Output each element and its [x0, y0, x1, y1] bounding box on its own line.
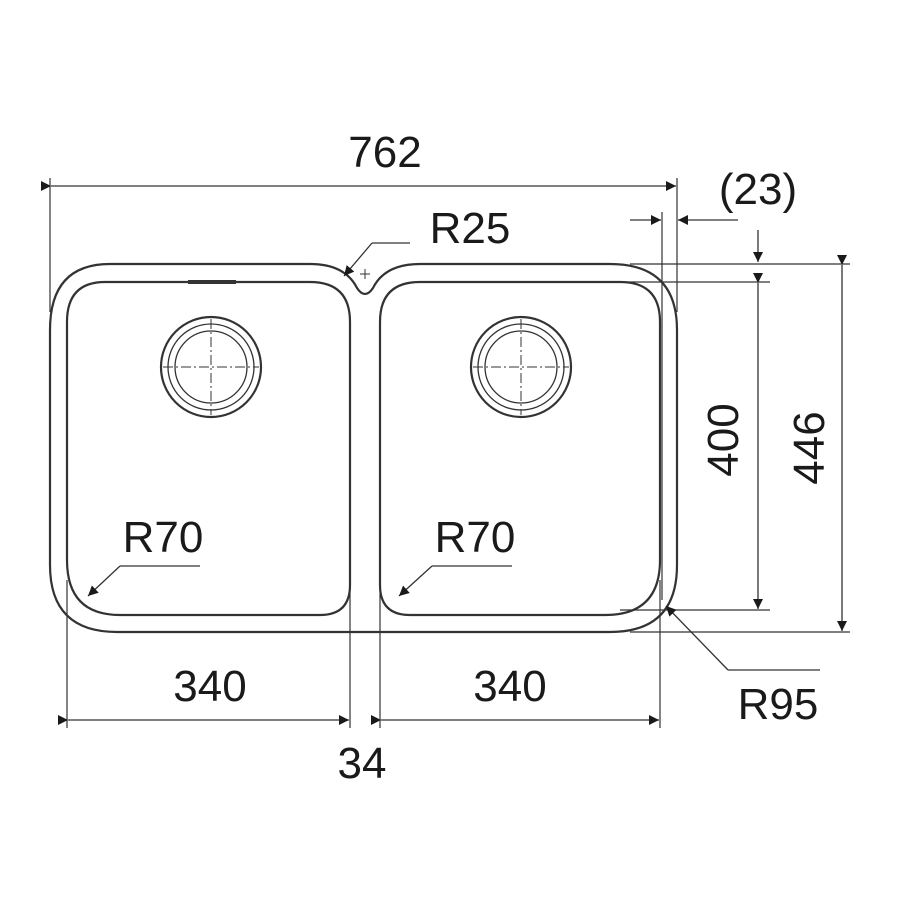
r25-leader [343, 242, 410, 279]
left-bowl-width-label: 340 [173, 662, 246, 711]
overall-width-label: 762 [348, 128, 421, 177]
overall-width-dimension [41, 178, 678, 312]
inner-height-dimension [620, 230, 770, 611]
bowl-width-dimensions [58, 580, 661, 728]
left-drain [159, 315, 263, 419]
inner-height-label: 400 [699, 403, 748, 476]
right-bowl-width-label: 340 [473, 662, 546, 711]
r95-leader [665, 605, 820, 671]
sink-outer-outline [48, 262, 679, 634]
right-bowl-outline [378, 280, 662, 617]
right-offset-label: (23) [719, 165, 797, 214]
right-offset-dimension [630, 212, 738, 600]
outer-height-dimension [630, 255, 850, 633]
outer-height-label: 446 [785, 411, 834, 484]
left-bowl-outline [65, 280, 352, 617]
r95-label: R95 [738, 680, 819, 729]
bowl-gap-label: 34 [338, 739, 387, 788]
right-drain [469, 315, 573, 419]
left-r70-leader [87, 565, 200, 597]
left-r70-label: R70 [123, 513, 204, 562]
r25-label: R25 [430, 204, 511, 253]
right-r70-leader [398, 565, 512, 597]
right-r70-label: R70 [435, 513, 516, 562]
